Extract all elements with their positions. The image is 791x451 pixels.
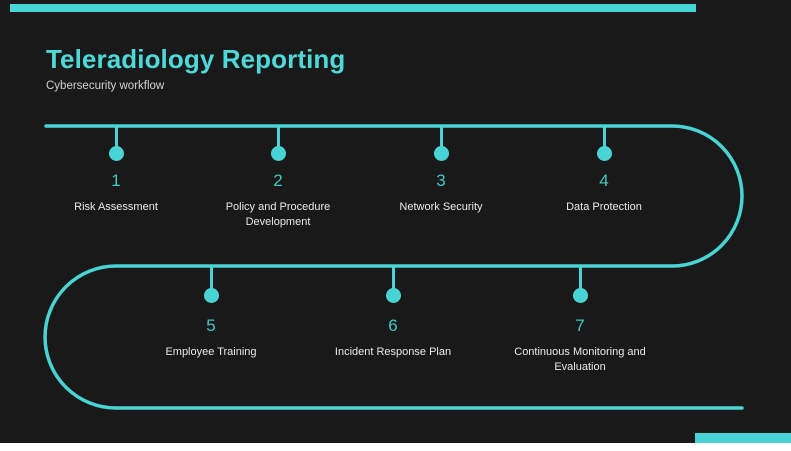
- node-dot: [108, 146, 124, 161]
- node-dot: [433, 146, 449, 161]
- node-label: Incident Response Plan: [334, 346, 452, 358]
- node-dot: [596, 146, 612, 161]
- page-title: Teleradiology Reporting: [46, 44, 346, 74]
- node-dot: [203, 288, 219, 303]
- node-dot: [385, 288, 401, 303]
- accent-bar-bottom: [695, 433, 791, 443]
- node-stem: [276, 126, 280, 153]
- node-stem: [439, 126, 443, 153]
- node-number: 7: [575, 316, 585, 335]
- page-subtitle: Cybersecurity workflow: [46, 80, 165, 92]
- node-stem: [602, 126, 606, 153]
- node-dot: [270, 146, 286, 161]
- node-label: Data Protection: [566, 201, 642, 213]
- node-number: 2: [273, 171, 283, 190]
- node-number: 3: [436, 171, 446, 190]
- node-label: Employee Training: [165, 346, 257, 358]
- node-label: Policy and Procedure Development: [225, 201, 331, 228]
- node-stem: [391, 266, 395, 293]
- node-dot: [572, 288, 588, 303]
- node-label: Network Security: [399, 201, 483, 213]
- node-number: 6: [388, 316, 398, 335]
- node-label: Continuous Monitoring and Evaluation: [514, 346, 646, 373]
- node-number: 5: [206, 316, 216, 335]
- node-number: 1: [111, 171, 121, 190]
- accent-bar-top: [10, 4, 696, 12]
- node-stem: [578, 266, 582, 293]
- node-stem: [209, 266, 213, 293]
- node-stem: [114, 126, 118, 153]
- node-number: 4: [599, 171, 609, 190]
- node-label: Risk Assessment: [74, 201, 158, 213]
